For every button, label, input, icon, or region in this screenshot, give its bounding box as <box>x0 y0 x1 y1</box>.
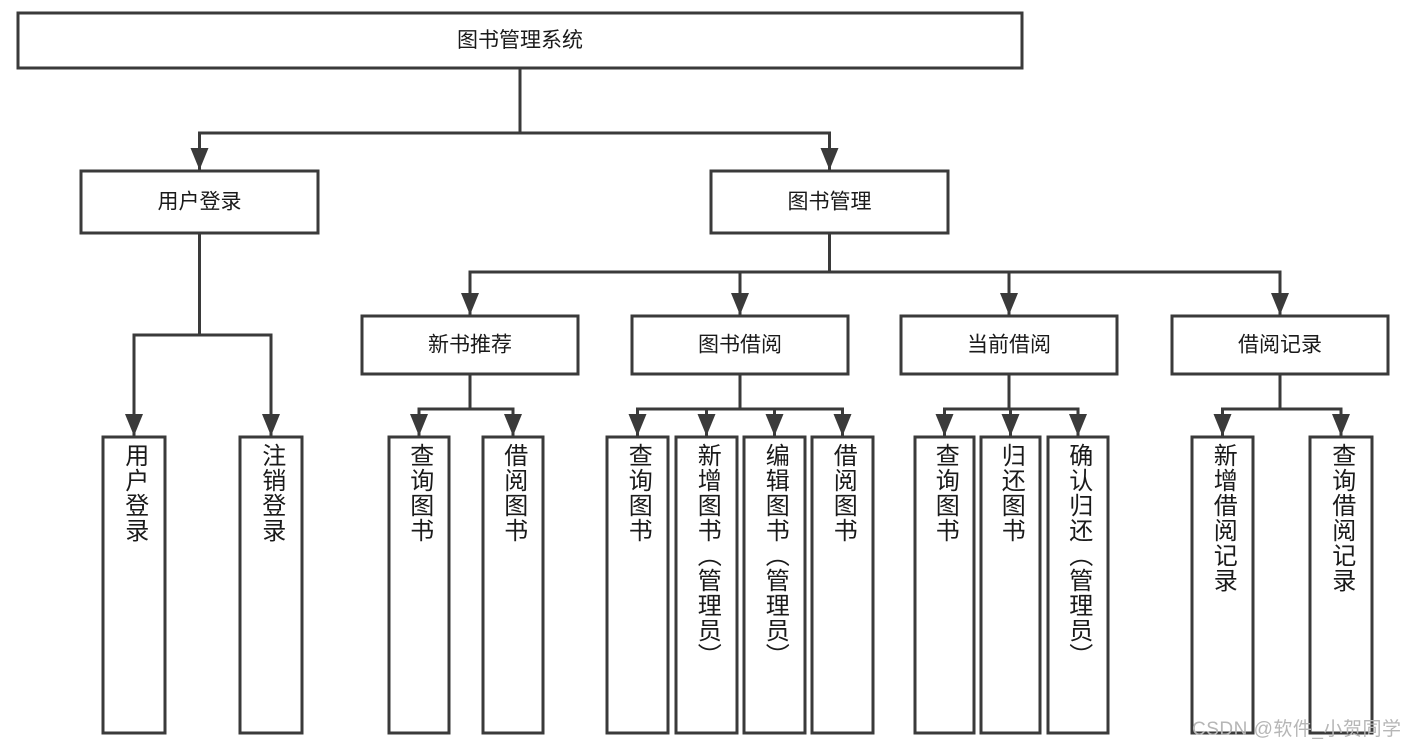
node-new-book-recommend[interactable] <box>360 314 580 376</box>
arrow-head-icon <box>833 414 852 436</box>
node-label: 新书推荐 <box>428 334 512 357</box>
arrow-head-icon <box>765 414 784 436</box>
arrow-head-icon <box>1001 414 1020 436</box>
node-leaf-user-logout[interactable] <box>238 435 304 735</box>
node-current-borrow[interactable] <box>899 314 1119 376</box>
arrow-head-icon <box>1332 414 1350 436</box>
connector-layer <box>125 66 1350 438</box>
node-box-layer <box>16 11 1390 735</box>
node-leaf-query-book-borrow[interactable] <box>605 435 670 735</box>
node-user-login[interactable] <box>79 169 320 235</box>
arrow-head-icon <box>190 148 209 170</box>
node-leaf-confirm-return-admin[interactable] <box>1046 435 1110 735</box>
node-leaf-add-book-admin[interactable] <box>674 435 739 735</box>
arrow-head-icon <box>125 414 143 436</box>
arrow-head-icon <box>1069 414 1087 436</box>
arrow-head-icon <box>820 148 839 170</box>
node-borrow-record[interactable] <box>1170 314 1390 376</box>
arrow-head-icon <box>461 293 479 315</box>
arrow-head-icon <box>697 414 716 436</box>
node-leaf-user-login[interactable] <box>101 435 167 735</box>
node-leaf-query-borrow-record[interactable] <box>1308 435 1374 735</box>
node-label: 图书管理系统 <box>457 29 583 52</box>
node-label: 用户登录 <box>158 191 242 214</box>
node-leaf-add-borrow-record[interactable] <box>1190 435 1255 735</box>
watermark: CSDN @软件_小贺同学 <box>1192 719 1402 740</box>
node-leaf-edit-book-admin[interactable] <box>742 435 807 735</box>
arrow-head-icon <box>504 414 522 436</box>
node-label: 当前借阅 <box>967 334 1051 357</box>
node-label: 图书管理 <box>788 191 872 214</box>
arrow-head-icon <box>628 414 647 436</box>
node-leaf-query-book-cur[interactable] <box>913 435 976 735</box>
node-book-borrow[interactable] <box>630 314 850 376</box>
arrow-head-icon <box>262 414 280 436</box>
arrow-head-icon <box>731 293 749 315</box>
node-label: 图书借阅 <box>698 334 782 357</box>
arrow-head-icon <box>410 414 428 436</box>
node-leaf-return-book[interactable] <box>979 435 1042 735</box>
node-leaf-query-book-rec[interactable] <box>387 435 451 735</box>
node-label: 借阅记录 <box>1238 334 1322 357</box>
node-book-manage[interactable] <box>709 169 950 235</box>
node-leaf-borrow-book-rec[interactable] <box>481 435 545 735</box>
node-leaf-borrow-book[interactable] <box>810 435 875 735</box>
node-root[interactable] <box>16 11 1024 70</box>
arrow-head-icon <box>1000 293 1018 315</box>
arrow-head-icon <box>935 414 954 436</box>
arrow-head-icon <box>1271 293 1289 315</box>
arrow-head-icon <box>1213 414 1232 436</box>
